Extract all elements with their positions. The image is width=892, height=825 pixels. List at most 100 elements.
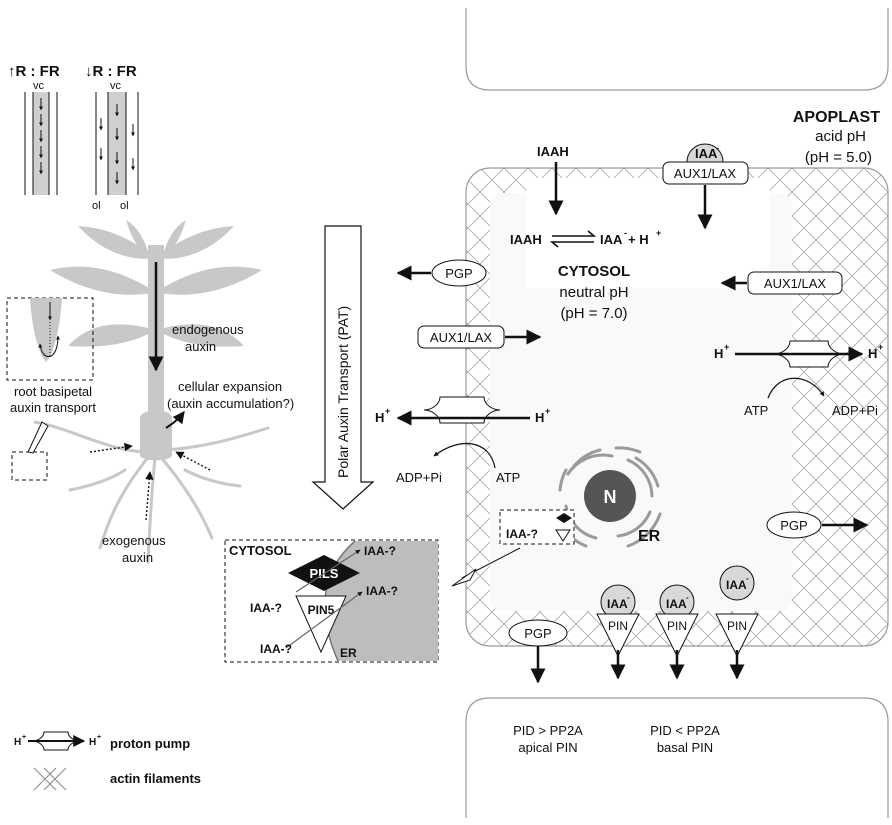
- pid-apical-2: apical PIN: [518, 740, 577, 755]
- inset-pin5: PIN5: [308, 603, 335, 617]
- legend: H + H + proton pump actin filaments: [14, 731, 201, 791]
- adp-right: ADP+Pi: [832, 403, 878, 418]
- eq-h-plus-sup: +: [656, 228, 661, 238]
- legend-proton-pump: proton pump: [110, 736, 190, 751]
- er-label: ER: [638, 528, 661, 545]
- pin-1-label: PIN: [608, 619, 628, 633]
- vc-label-right: vc: [110, 80, 122, 92]
- pgp-right: PGP: [766, 511, 869, 539]
- aux1-right: AUX1/LAX: [720, 271, 843, 295]
- aux1-top-label: AUX1/LAX: [674, 166, 736, 181]
- protonation-equilibrium: IAAH IAA - + H +: [510, 228, 661, 248]
- top-cell: [465, 8, 889, 91]
- inset-iaa-q-1: IAA-?: [364, 544, 396, 558]
- bottom-cell: [465, 697, 889, 818]
- aux1-left: AUX1/LAX: [417, 325, 542, 349]
- aux1-top: IAA - AUX1/LAX: [662, 143, 749, 230]
- eq-iaa: IAA: [600, 232, 623, 247]
- inset-iaa-q-4: IAA-?: [260, 642, 292, 656]
- pin-carrier-1: IAA - PIN: [596, 584, 640, 680]
- pgp-left-label: PGP: [445, 266, 472, 281]
- h-plus-right-out: H: [868, 346, 877, 361]
- apoplast-ph-value: (pH = 5.0): [805, 149, 872, 166]
- inset-iaa-q-2: IAA-?: [366, 584, 398, 598]
- h-plus-right-out-sup: +: [878, 342, 883, 352]
- er-inset: CYTOSOL ER PILS PIN5 IAA-? IAA-? IAA-? I…: [224, 539, 439, 663]
- pin-carrier-3: IAA - PIN: [715, 565, 759, 680]
- eq-iaa-sup: -: [624, 228, 627, 238]
- plant-illustration: endogenous auxin cellular expansion (aux…: [33, 220, 294, 565]
- iaa-ion-top: IAA: [695, 146, 718, 161]
- legend-h-in-sup: +: [22, 734, 26, 741]
- aux1-right-label: AUX1/LAX: [764, 276, 826, 291]
- pin-carrier-2: IAA - PIN: [655, 584, 699, 680]
- atp-left: ATP: [496, 470, 520, 485]
- vessel-high-core: [33, 92, 49, 195]
- pat-arrow: Polar Auxin Transport (PAT): [311, 225, 375, 510]
- pin-2-label: PIN: [667, 619, 687, 633]
- root-tip-inset: root basipetal auxin transport: [6, 297, 96, 481]
- h-plus-left-out-sup: +: [385, 406, 390, 416]
- pin-2-iaa: IAA: [666, 597, 687, 611]
- legend-h-in: H: [14, 737, 21, 748]
- iaa-q-small: IAA-?: [506, 527, 538, 541]
- ol-label-2: ol: [120, 200, 129, 212]
- expansion-label-1: cellular expansion: [178, 379, 282, 394]
- proton-pump-right: H + H + ATP ADP+Pi: [714, 340, 883, 418]
- nucleus-label: N: [604, 487, 617, 507]
- pgp-left: PGP: [396, 259, 487, 287]
- pid-basal-1: PID < PP2A: [650, 723, 720, 738]
- root-transport-label-1: root basipetal: [14, 384, 92, 399]
- h-plus-right-in: H: [714, 346, 723, 361]
- expansion-arrow: [165, 411, 185, 429]
- pin-3-iaa-sup: -: [746, 574, 749, 583]
- vessel-low-core: [108, 92, 126, 195]
- cytosol-title: CYTOSOL: [558, 263, 630, 280]
- cytosol-ph-value: (pH = 7.0): [560, 305, 627, 322]
- apoplast-ph: acid pH: [815, 128, 866, 145]
- eq-h-plus: + H: [628, 232, 649, 247]
- expansion-label-2: (auxin accumulation?): [167, 396, 294, 411]
- eq-iaah: IAAH: [510, 232, 542, 247]
- pin-2-iaa-sup: -: [686, 593, 689, 602]
- root-transport-label-2: auxin transport: [10, 400, 96, 415]
- exogenous-label-2: auxin: [122, 550, 153, 565]
- pin-1-iaa: IAA: [607, 597, 628, 611]
- iaa-ion-top-sup: -: [716, 143, 719, 153]
- cytosol-ph: neutral pH: [559, 284, 628, 301]
- ol-label-1: ol: [92, 200, 101, 212]
- legend-actin-icon: [33, 767, 67, 791]
- legend-actin: actin filaments: [110, 771, 201, 786]
- pgp-bottom-label: PGP: [524, 626, 551, 641]
- atp-right: ATP: [744, 403, 768, 418]
- pid-apical-1: PID > PP2A: [513, 723, 583, 738]
- inset-er: ER: [340, 646, 357, 660]
- h-plus-right-in-sup: +: [724, 342, 729, 352]
- low-rfr-label: ↓R : FR: [85, 63, 137, 80]
- legend-h-out: H: [89, 737, 96, 748]
- pat-label: Polar Auxin Transport (PAT): [335, 306, 351, 478]
- adp-left: ADP+Pi: [396, 470, 442, 485]
- apoplast-title: APOPLAST: [793, 109, 880, 126]
- iaah-outside: IAAH: [537, 144, 569, 159]
- legend-h-out-sup: +: [97, 734, 101, 741]
- aux1-left-label: AUX1/LAX: [430, 330, 492, 345]
- endogenous-label-1: endogenous: [172, 322, 244, 337]
- exogenous-label-1: exogenous: [102, 533, 166, 548]
- pin-3-label: PIN: [727, 619, 747, 633]
- pin-1-iaa-sup: -: [627, 593, 630, 602]
- pin-3-iaa: IAA: [726, 578, 747, 592]
- pgp-right-label: PGP: [780, 518, 807, 533]
- pid-basal-2: basal PIN: [657, 740, 713, 755]
- h-plus-left-in: H: [535, 410, 544, 425]
- high-rfr-label: ↑R : FR: [8, 63, 60, 80]
- h-plus-left-out: H: [375, 410, 384, 425]
- h-plus-left-in-sup: +: [545, 406, 550, 416]
- pgp-bottom: PGP: [508, 619, 568, 684]
- inset-cytosol: CYTOSOL: [229, 543, 292, 558]
- inset-iaa-q-3: IAA-?: [250, 601, 282, 615]
- vc-label-left: vc: [33, 80, 45, 92]
- proton-pump-left: H + H + ATP ADP+Pi: [375, 396, 550, 485]
- er-transport-box: IAA-?: [451, 509, 575, 587]
